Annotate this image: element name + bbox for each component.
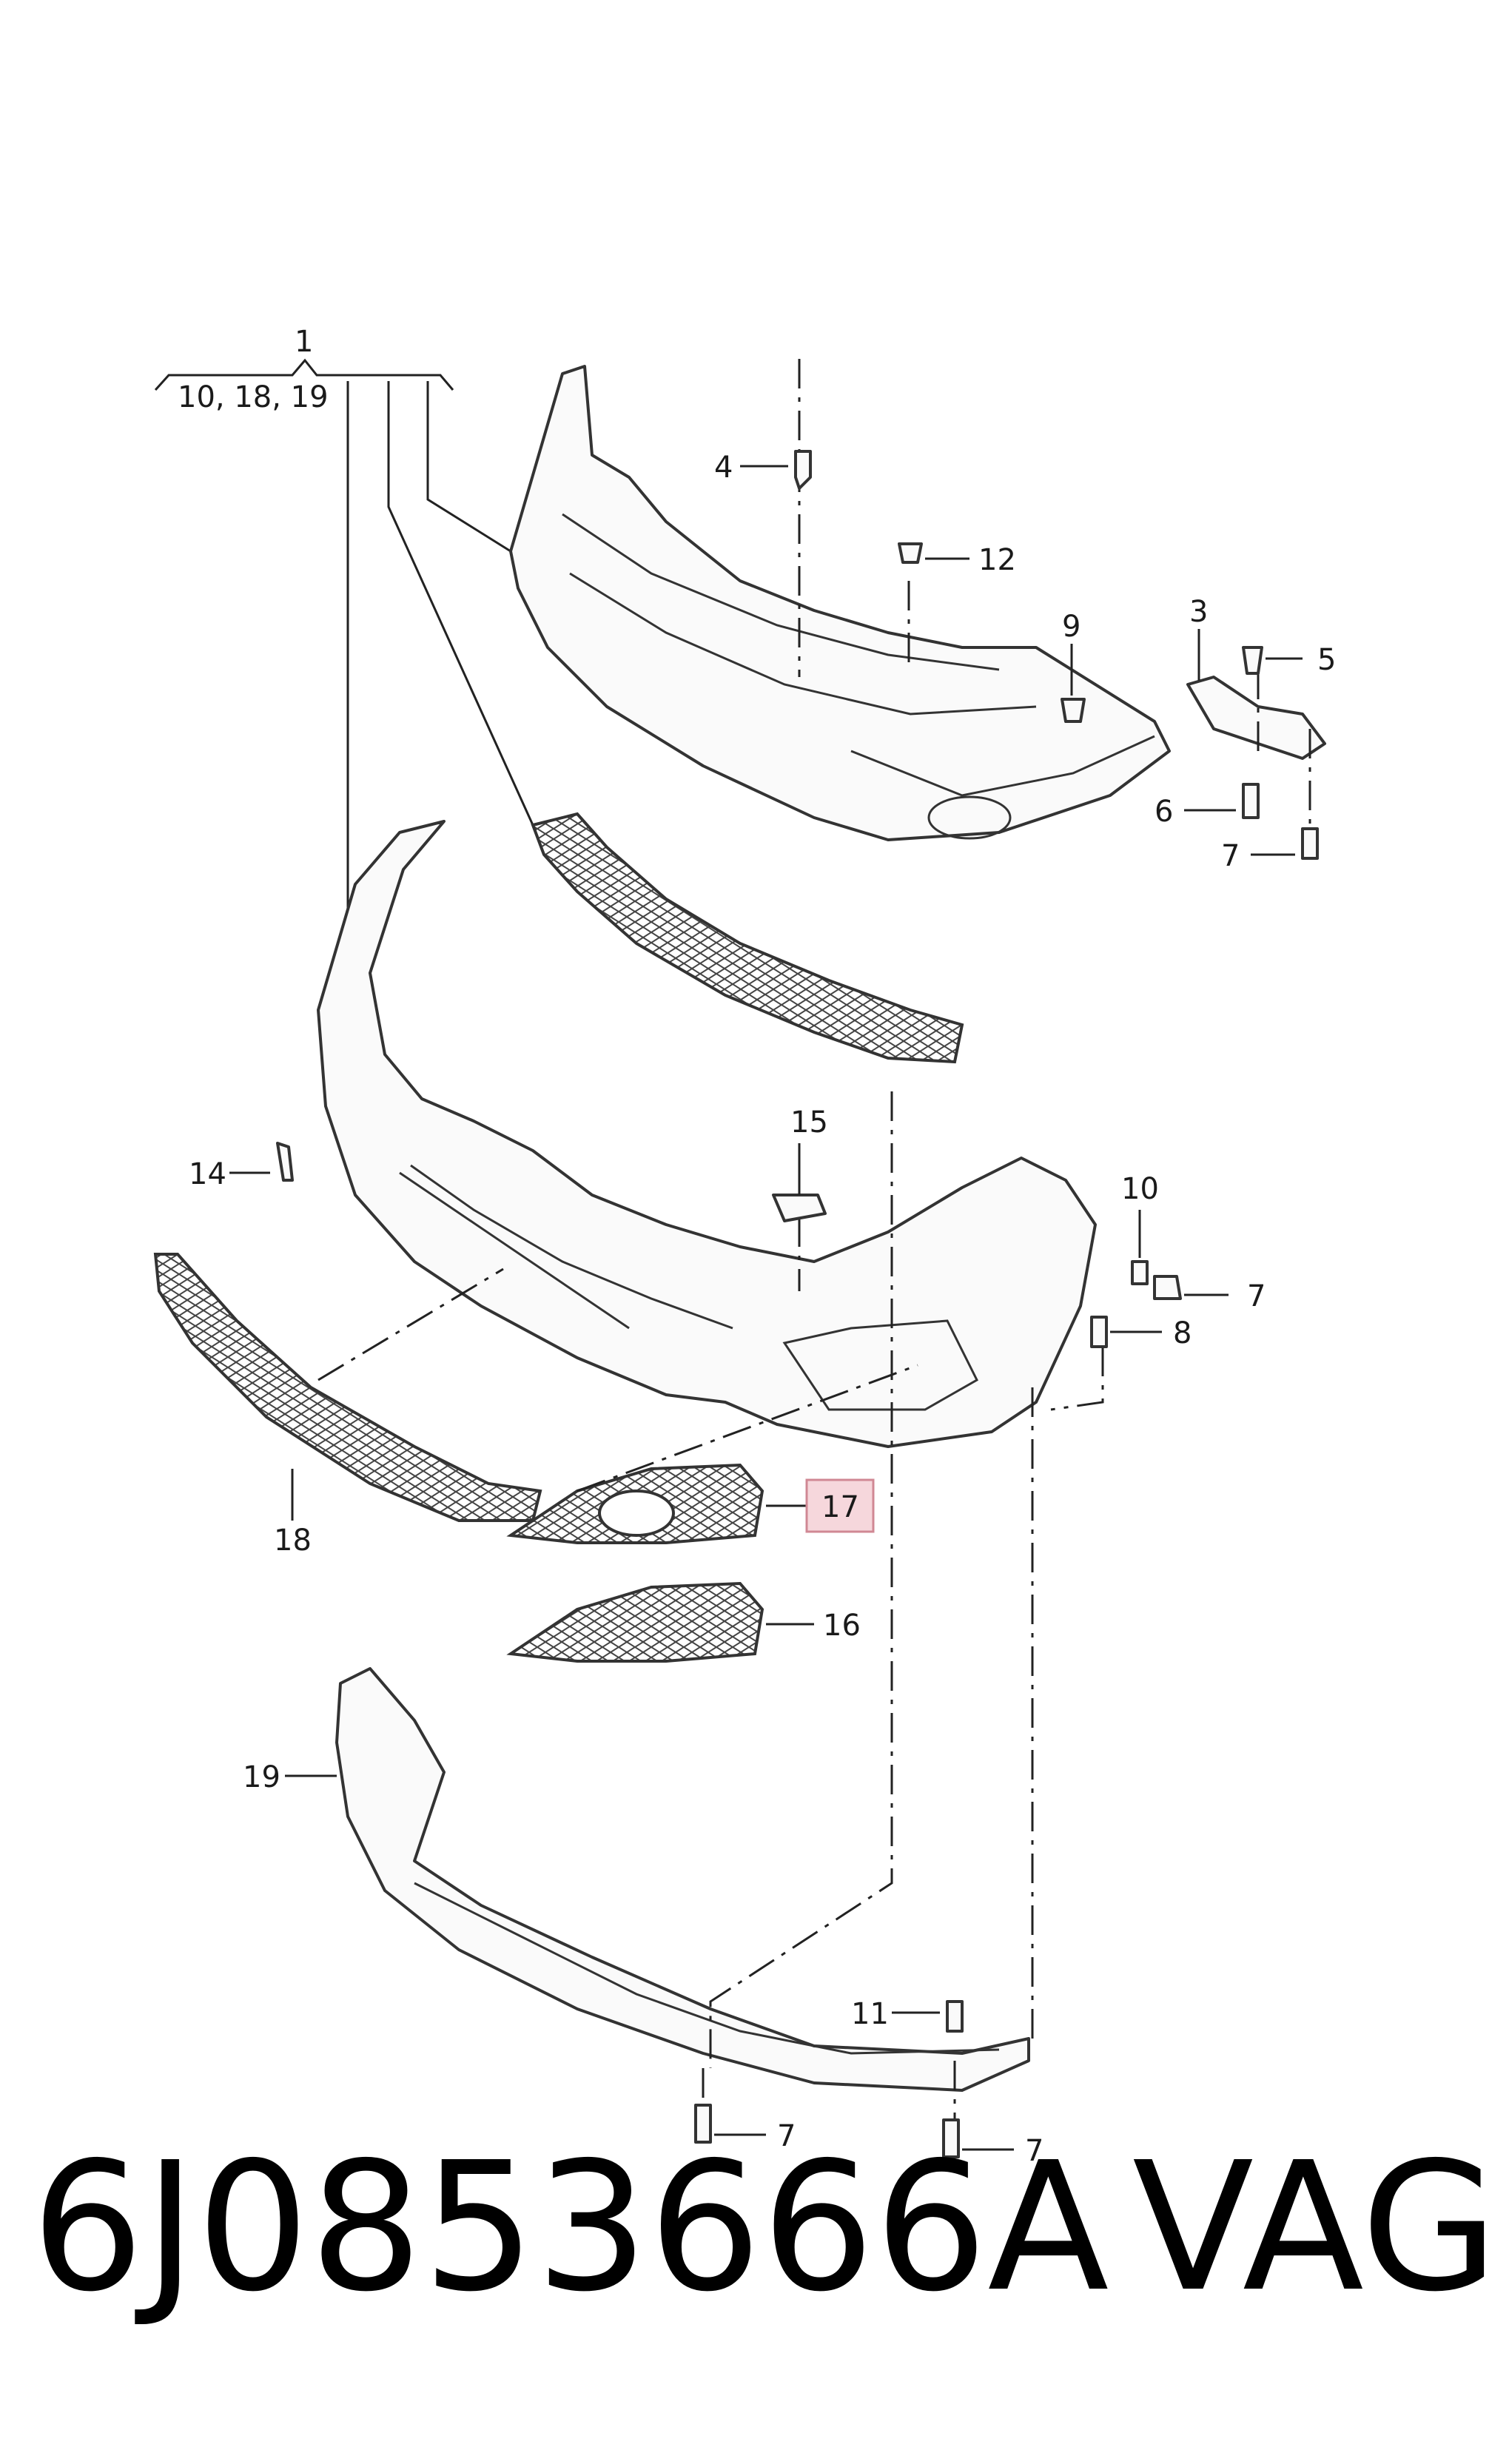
callout-1-sub: 10, 18, 19 [178,380,329,414]
callout-1: 1 [295,325,313,359]
dash-8 [1050,1347,1104,1411]
bumper-carrier-part [509,365,1171,841]
callout-4: 4 [714,451,733,485]
bolt-7c-icon [694,2104,712,2144]
foglight-grille-17-part [506,1463,764,1544]
upper-grille-support-outline [531,812,964,1064]
callout-7b: 7 [1221,839,1240,873]
part-1-bracket [154,358,454,391]
bolt-7d-icon [942,2118,960,2158]
brand-text: VAG [1132,2124,1499,2331]
upper-grille-support-part [531,812,964,1064]
part-1-label-group: 1 10, 18, 19 [154,325,534,929]
callout-leaders [229,465,1303,2151]
carrier-foglight-opening [927,795,1012,840]
fasteners [276,450,1319,2158]
license-plate-area [399,1171,630,1330]
leader-1-c [426,381,511,553]
callout-7a: 7 [1247,1279,1266,1313]
carrier-outline [509,365,1171,841]
carrier-rib-2 [569,572,1037,716]
clip-4-icon [794,450,812,490]
spoiler-19-lip-line [414,1882,1000,2055]
bolt-6-icon [1242,783,1260,819]
clip-14-icon [276,1142,294,1182]
rivet-12-icon [898,542,923,564]
grille-16-outline [506,1581,764,1663]
callout-15: 15 [790,1105,828,1140]
callout-9: 9 [1062,610,1081,644]
part-number-text: 6J0853666A [31,2124,1109,2331]
callout-3: 3 [1189,595,1208,629]
callout-5: 5 [1317,643,1336,677]
callout-12: 12 [978,543,1016,577]
spoiler-19-outline [335,1667,1030,2092]
clip-10-icon [1131,1260,1149,1285]
callout-11: 11 [851,1997,889,2031]
callout-18: 18 [274,1524,312,1558]
callout-7d: 7 [1025,2134,1043,2168]
cap-15-icon [772,1194,827,1222]
spoiler-19-part [335,1667,1030,2092]
callout-6: 6 [1155,795,1173,829]
foglight-blank-16-part [506,1581,764,1663]
clip-8-icon [1090,1316,1108,1348]
clip-9-icon [1061,698,1086,723]
callout-8: 8 [1173,1316,1192,1350]
bracket-3-part [1186,676,1326,760]
bumper-cover-lower-edge [410,1164,733,1330]
clip-11-icon [946,2000,964,2033]
screw-7a-icon [1153,1275,1182,1300]
dash-center [709,1091,893,2068]
callout-19: 19 [243,1760,280,1794]
bumper-right-foglight-recess [782,1319,978,1411]
callout-16: 16 [823,1609,861,1643]
lower-grille-18-part [153,1253,542,1522]
carrier-rib-1 [562,513,1000,671]
bracket-3-outline [1186,676,1326,760]
dash-17 [577,1364,918,1492]
carrier-rib-3 [850,735,1155,797]
grille-17-foglight-hole [598,1489,675,1537]
callout-17: 17 [821,1490,859,1524]
dash-18 [317,1268,504,1381]
bolt-7b-icon [1301,827,1319,860]
grille-18-outline [153,1253,542,1522]
callout-14: 14 [189,1157,226,1191]
callout-17-highlight [805,1478,875,1533]
bumper-cover-part [317,820,1097,1448]
nut-5-icon [1242,646,1263,675]
leader-1-b [387,381,534,826]
callout-10: 10 [1121,1172,1159,1206]
callout-numbers: 4 12 9 3 5 6 7 14 15 10 7 8 18 17 16 19 … [189,451,1336,2168]
bumper-cover-outline [317,820,1097,1448]
callout-7c: 7 [777,2119,796,2153]
